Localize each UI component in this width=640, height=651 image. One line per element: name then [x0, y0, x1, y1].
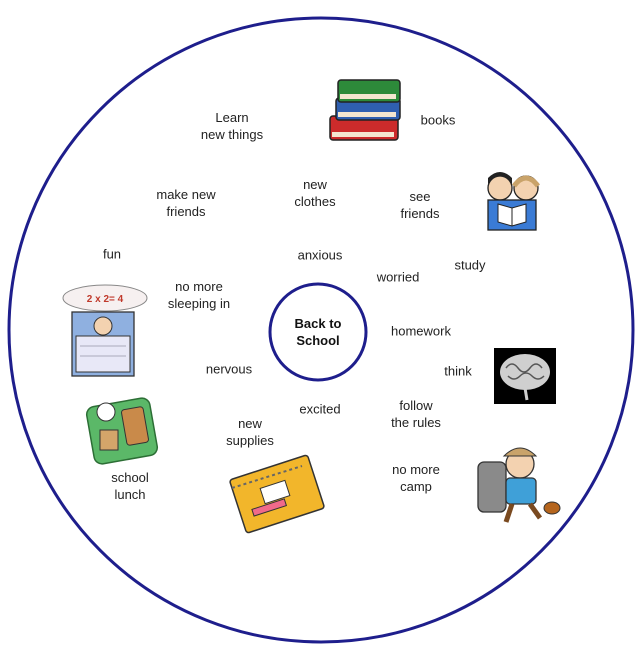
word-line: anxious [297, 247, 343, 263]
word-line: fun [102, 246, 122, 262]
word-line: new [238, 416, 262, 431]
word-see-friends: see friends [400, 188, 439, 222]
word-line: worried [376, 269, 420, 285]
word-line: sleeping in [167, 296, 231, 311]
word-line: study [454, 257, 486, 273]
word-line: nervous [205, 361, 253, 377]
brain-icon [494, 348, 556, 404]
word-new-clothes: new clothes [294, 176, 335, 210]
camper-kid-icon [477, 447, 561, 523]
word-line: new things [200, 127, 264, 142]
word-line: camp [400, 479, 432, 494]
center-label: Back to School [295, 315, 342, 349]
word-line: homework [391, 323, 451, 339]
word-line: friends [166, 204, 206, 219]
word-line: school [111, 470, 149, 485]
center-circle [268, 282, 368, 382]
word-line: supplies [226, 433, 274, 448]
word-line: excited [299, 401, 341, 417]
word-worried: worried [377, 269, 420, 286]
word-line: think [444, 363, 472, 379]
word-homework: homework [391, 323, 451, 340]
word-no-more-sleeping-in: no more sleeping in [168, 278, 230, 312]
word-school-lunch: school lunch [111, 469, 149, 503]
books-icon [329, 79, 401, 141]
word-line: no more [392, 462, 440, 477]
word-study: study [454, 257, 485, 274]
bed-sleeping-icon: 2 x 2= 4 [62, 284, 148, 377]
word-line: no more [175, 279, 223, 294]
word-make-new-friends: make new friends [156, 186, 215, 220]
word-think: think [444, 363, 471, 380]
word-no-more-camp: no more camp [392, 461, 440, 495]
word-excited: excited [299, 401, 340, 418]
word-fun: fun [103, 246, 121, 263]
word-follow-the-rules: follow the rules [391, 397, 441, 431]
bed-thought-text: 2 x 2= 4 [87, 294, 124, 305]
word-new-supplies: new supplies [226, 415, 274, 449]
center-label-line-1: Back to [294, 316, 342, 331]
lunch-tray-icon [85, 397, 159, 465]
word-line: Learn [215, 110, 249, 125]
word-anxious: anxious [298, 247, 343, 264]
word-line: follow [399, 398, 433, 413]
word-line: make new [156, 187, 216, 202]
word-line: see [409, 189, 431, 204]
word-learn-new-things: Learn new things [201, 109, 263, 143]
word-line: the rules [391, 415, 441, 430]
word-books: books [421, 112, 456, 129]
word-line: friends [400, 206, 440, 221]
word-line: lunch [114, 487, 146, 502]
center-label-line-2: School [296, 333, 340, 348]
word-line: books [420, 112, 456, 128]
word-nervous: nervous [206, 361, 252, 378]
word-line: clothes [294, 194, 336, 209]
notebook-icon [229, 454, 325, 534]
outer-circle [7, 16, 635, 644]
friends-reading-icon [487, 172, 540, 231]
word-line: new [303, 177, 327, 192]
